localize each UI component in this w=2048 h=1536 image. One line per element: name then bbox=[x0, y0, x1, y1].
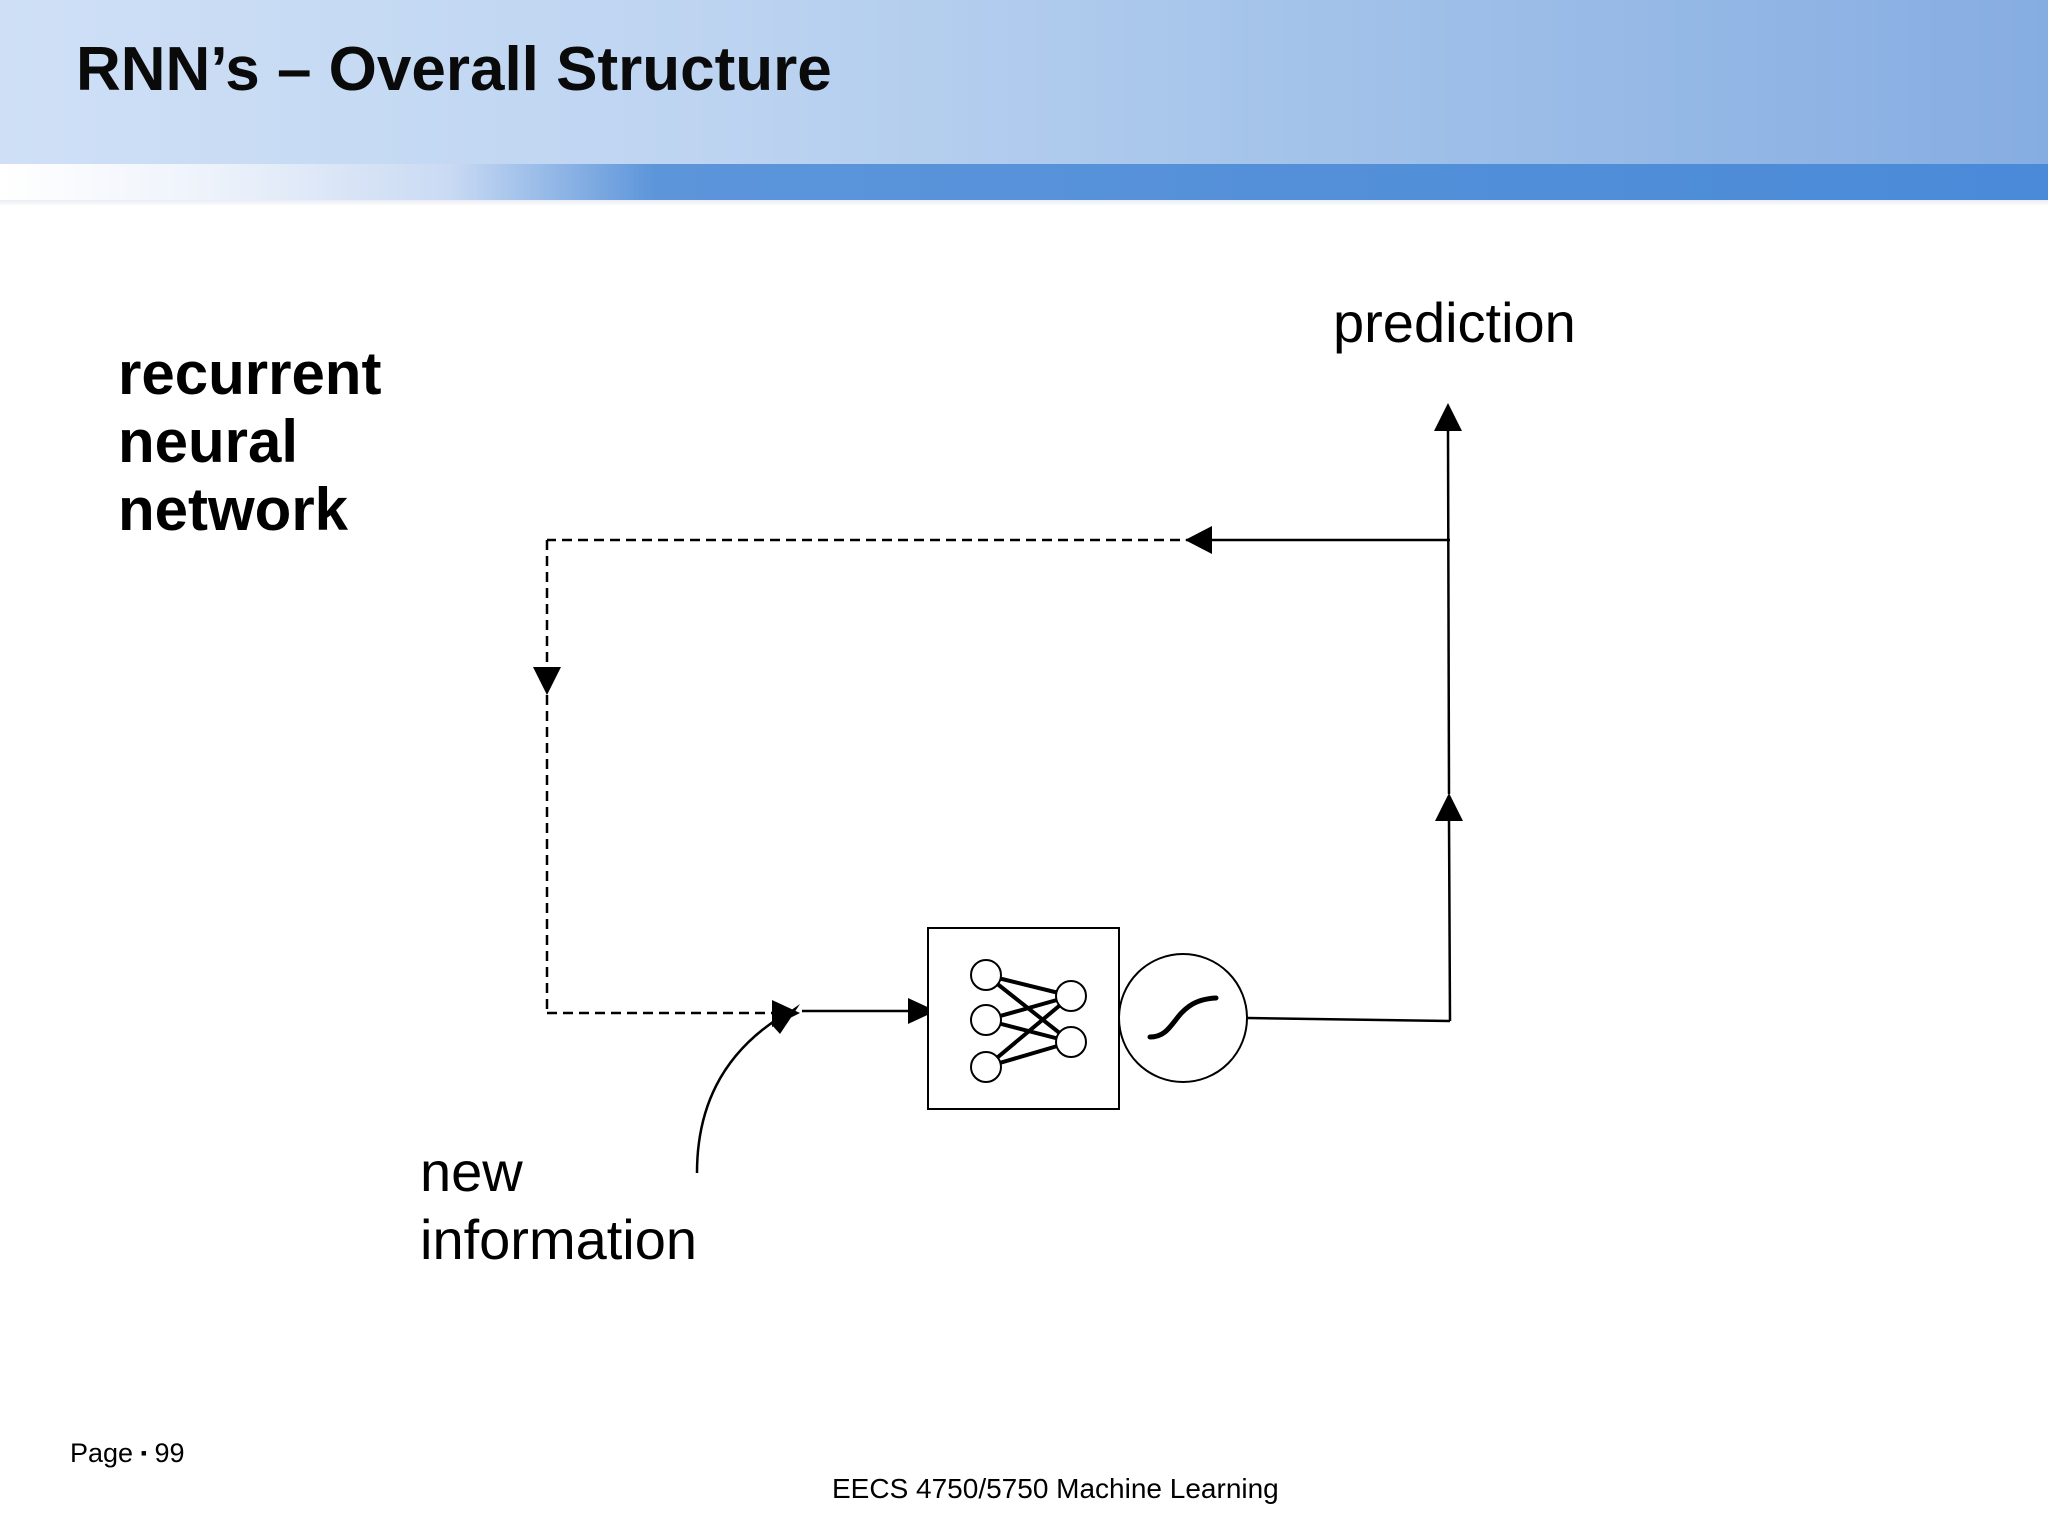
new-information-curve bbox=[695, 1014, 783, 1174]
header-shadow bbox=[0, 200, 2048, 206]
network-box bbox=[927, 927, 1120, 1110]
new-information-label: new information bbox=[420, 1138, 697, 1274]
side-label-line-2: neural bbox=[118, 408, 299, 475]
network-input-arrowhead bbox=[908, 998, 936, 1024]
input-neuron bbox=[970, 959, 1002, 991]
feedback-loop bbox=[545, 538, 1212, 1015]
prediction-arrowhead bbox=[1434, 403, 1462, 431]
output-riser-upper-edge bbox=[1446, 429, 1451, 795]
output-riser-lower-edge bbox=[1447, 819, 1452, 1022]
activation-to-output-edge bbox=[1247, 1016, 1451, 1023]
side-label: recurrent neural network bbox=[118, 340, 478, 544]
new-information-line-2: information bbox=[420, 1208, 698, 1271]
course-footer: EECS 4750/5750 Machine Learning bbox=[832, 1473, 1279, 1504]
side-label-line-1: recurrent bbox=[118, 340, 382, 407]
sigmoid-icon bbox=[1118, 953, 1248, 1083]
feedback-left-arrowhead bbox=[1185, 526, 1212, 554]
bullet-separator-icon: ▪ bbox=[140, 1443, 147, 1463]
solid-arrowheads bbox=[771, 403, 1463, 1034]
network-neurons bbox=[970, 959, 1087, 1083]
header-background bbox=[0, 0, 2048, 164]
page-prefix: Page bbox=[70, 1438, 134, 1468]
page-number-value: 99 bbox=[154, 1438, 185, 1468]
feedback-down-arrowhead bbox=[533, 667, 561, 695]
sigmoid-curve bbox=[1147, 995, 1219, 1040]
input-neuron bbox=[970, 1051, 1002, 1083]
new-information-line-1: new bbox=[420, 1140, 523, 1203]
input-neuron bbox=[970, 1004, 1002, 1036]
output-mid-arrowhead bbox=[1435, 793, 1463, 821]
new-information-arrowhead bbox=[771, 1004, 800, 1034]
neural-network-icon bbox=[927, 927, 1120, 1110]
output-neuron bbox=[1055, 980, 1087, 1012]
slide-title: RNN’s – Overall Structure bbox=[76, 35, 832, 104]
solid-edges bbox=[695, 429, 1452, 1174]
header-accent-bar bbox=[0, 164, 2048, 200]
activation-circle bbox=[1118, 953, 1248, 1083]
side-label-line-3: network bbox=[118, 476, 349, 543]
output-neuron bbox=[1055, 1026, 1087, 1058]
prediction-label: prediction bbox=[1333, 291, 1576, 354]
page-number: Page ▪ 99 bbox=[70, 1438, 185, 1469]
